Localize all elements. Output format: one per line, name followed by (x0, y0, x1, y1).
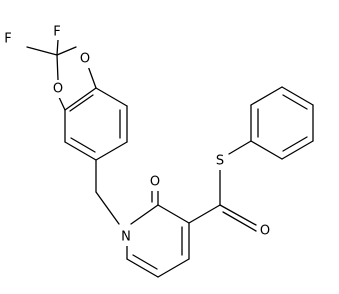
bond-c5-c6-inner (132, 254, 158, 270)
atom-f1: F (50, 24, 64, 40)
bond-ring-e (64, 141, 97, 161)
atom-f2-label: F (4, 32, 11, 47)
atom-n: N (118, 228, 134, 246)
atom-s: S (212, 152, 228, 170)
atom-o2-label: O (53, 82, 63, 97)
atom-o3-label: O (150, 175, 160, 190)
atom-o4: O (257, 222, 273, 240)
bond-ph-b (250, 86, 283, 106)
bond-c5-c6 (126, 258, 159, 278)
bond-cthio-o (219, 204, 257, 226)
bond-c-f1 (56, 39, 59, 56)
bond-c-o1 (56, 46, 77, 56)
atom-o1: O (77, 50, 93, 68)
bond-ring-b (95, 87, 128, 107)
atom-o3: O (147, 173, 163, 191)
bond-c-o2 (56, 54, 59, 81)
bond-c-f2 (26, 46, 58, 56)
atom-o2: O (50, 80, 66, 98)
bond-c2-c3 (157, 204, 190, 224)
atom-s-label: S (216, 154, 224, 169)
atom-f2: F (0, 31, 16, 47)
bond-c4-c5 (157, 258, 190, 278)
bond-n-c2 (130, 204, 159, 225)
bond-ph-f (250, 140, 283, 160)
bond-ring-a (64, 87, 97, 111)
atom-o4-label: O (260, 224, 270, 239)
bond-ch2-n (95, 191, 120, 225)
bond-ring-e-inner (70, 137, 96, 153)
bond-ph-c (281, 86, 314, 106)
bond-cthio-o-double (222, 211, 257, 232)
bond-s-ph (228, 140, 252, 155)
atom-f1-label: F (53, 25, 60, 40)
atom-n-label: N (121, 230, 131, 245)
bond-ph-c-inner (282, 94, 308, 110)
bond-ring-d (95, 141, 128, 161)
bond-o1-c (87, 65, 97, 89)
bonds (26, 39, 314, 278)
bond-ring-a-inner (69, 94, 94, 112)
bond-ph-e (281, 140, 314, 160)
atom-o1-label: O (80, 52, 90, 67)
bond-c3-cthio (188, 204, 221, 224)
bond-ph-e-inner (282, 136, 308, 152)
atom-labels: F F O O S O O N (0, 24, 273, 246)
